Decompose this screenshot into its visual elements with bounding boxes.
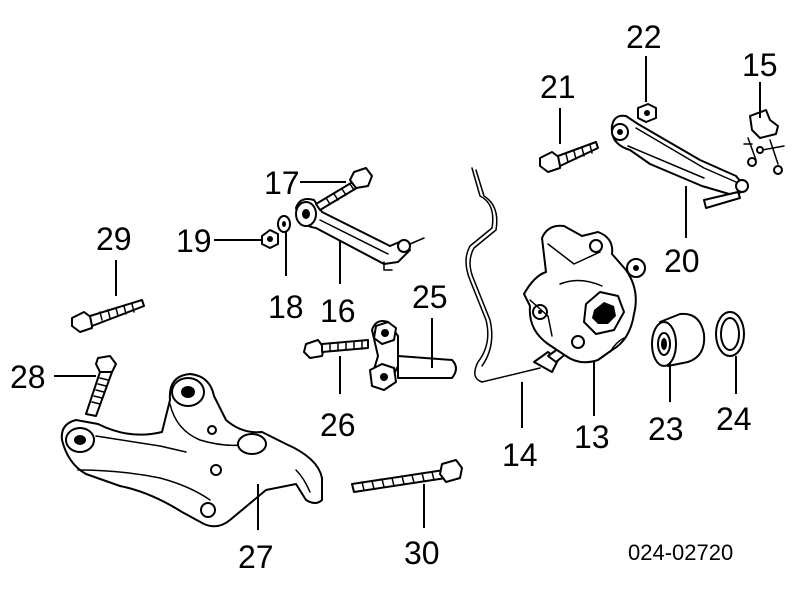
leader-lines bbox=[54, 56, 761, 530]
part-16-arm[interactable] bbox=[295, 198, 425, 271]
part-23-bushing[interactable] bbox=[651, 312, 706, 367]
callout-13[interactable]: 13 bbox=[574, 419, 610, 455]
part-18-washer[interactable] bbox=[277, 215, 291, 233]
part-25-link[interactable] bbox=[369, 320, 457, 391]
part-14-sensor-wire[interactable] bbox=[465, 167, 569, 383]
callout-21[interactable]: 21 bbox=[540, 69, 576, 105]
callout-29[interactable]: 29 bbox=[96, 221, 132, 257]
diagram-reference-code: 024-02720 bbox=[628, 540, 733, 565]
part-20-control-arm[interactable] bbox=[610, 114, 749, 209]
part-27-subframe[interactable] bbox=[60, 373, 323, 528]
callout-25[interactable]: 25 bbox=[412, 279, 448, 315]
part-17-bolt[interactable] bbox=[315, 167, 373, 211]
part-19-nut[interactable] bbox=[261, 229, 279, 249]
part-28-bolt[interactable] bbox=[85, 355, 117, 417]
callout-27[interactable]: 27 bbox=[238, 539, 274, 575]
callout-23[interactable]: 23 bbox=[648, 411, 684, 447]
callout-26[interactable]: 26 bbox=[320, 407, 356, 443]
callout-20[interactable]: 20 bbox=[664, 243, 700, 279]
callout-30[interactable]: 30 bbox=[404, 535, 440, 571]
part-26-bolt[interactable] bbox=[303, 339, 369, 359]
part-30-bolt[interactable] bbox=[351, 459, 463, 493]
callout-15[interactable]: 15 bbox=[742, 47, 778, 83]
callout-24[interactable]: 24 bbox=[716, 401, 752, 437]
callout-16[interactable]: 16 bbox=[320, 293, 356, 329]
callout-18[interactable]: 18 bbox=[268, 289, 304, 325]
callout-14[interactable]: 14 bbox=[502, 437, 538, 473]
part-13-wheel-carrier[interactable] bbox=[523, 224, 646, 364]
part-22-nut[interactable] bbox=[637, 103, 657, 123]
callout-28[interactable]: 28 bbox=[10, 359, 46, 395]
callout-labels: 17 19 18 16 29 28 25 26 27 30 14 13 23 2… bbox=[10, 19, 778, 575]
callout-19[interactable]: 19 bbox=[176, 223, 212, 259]
part-21-bolt[interactable] bbox=[539, 141, 599, 173]
callout-17[interactable]: 17 bbox=[264, 165, 300, 201]
part-24-ring[interactable] bbox=[715, 311, 745, 357]
callout-22[interactable]: 22 bbox=[626, 19, 662, 55]
part-29-bolt[interactable] bbox=[71, 299, 145, 333]
part-15-bracket[interactable] bbox=[743, 109, 785, 175]
